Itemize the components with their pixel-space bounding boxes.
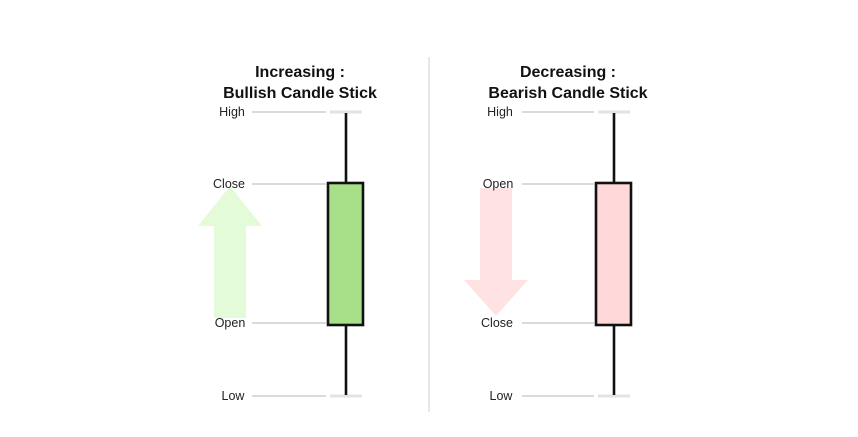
bullish-close-label: Close <box>213 177 245 191</box>
bearish-close-label: Close <box>481 316 513 330</box>
bearish-high-label: High <box>487 105 513 119</box>
bullish-title-line2: Bullish Candle Stick <box>223 85 377 102</box>
bullish-low-label: Low <box>222 389 246 403</box>
bearish-title-line1: Decreasing : <box>520 64 616 81</box>
up-arrow-icon <box>198 186 262 318</box>
bullish-high-label: High <box>219 105 245 119</box>
bullish-open-label: Open <box>215 316 246 330</box>
bearish-panel: Decreasing : Bearish Candle Stick High O… <box>464 64 648 403</box>
bullish-candle-body <box>326 181 365 327</box>
down-arrow-icon <box>464 188 528 316</box>
bearish-open-label: Open <box>483 177 514 191</box>
bearish-candle-body <box>594 181 633 327</box>
bullish-title-line1: Increasing : <box>255 64 345 81</box>
bearish-low-label: Low <box>490 389 514 403</box>
bearish-title-line2: Bearish Candle Stick <box>488 85 647 102</box>
bullish-panel: Increasing : Bullish Candle Stick High C… <box>198 64 377 403</box>
